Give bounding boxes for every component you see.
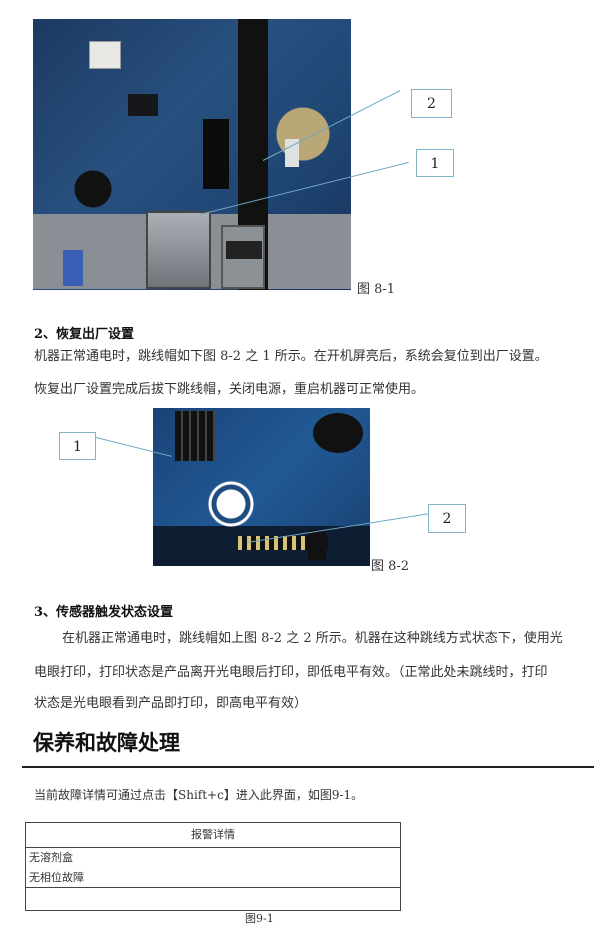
blue-connector-graphic	[63, 250, 83, 286]
connector-graphic	[308, 530, 326, 560]
circuit-board-photo-1	[33, 19, 351, 290]
paragraph-line: 在机器正常通电时，跳线帽如上图 8-2 之 2 所示。机器在这种跳线方式状态下，…	[62, 631, 563, 646]
callout-label: 2	[427, 96, 436, 112]
callout-box-1: 1	[416, 149, 454, 177]
intro-text: 当前故障详情可通过点击【Shift+c】进入此界面，如图9-1。	[34, 788, 364, 802]
callout-box-2: 2	[411, 89, 452, 118]
paragraph-line: 电眼打印，打印状态是产品离开光电眼后打印，即低电平有效。（正常此处未跳线时，打印	[34, 665, 548, 680]
callout-label: 1	[73, 439, 82, 455]
sd-card-slot-graphic	[146, 211, 211, 289]
table-header: 报警详情	[26, 823, 400, 848]
pin-header-graphic	[203, 119, 229, 189]
table-row: 无溶剂盒	[29, 851, 73, 864]
rj45-port-graphic	[221, 225, 265, 289]
circuit-board-photo-2	[153, 408, 370, 566]
ic-chip-graphic	[128, 94, 158, 116]
paragraph-line: 状态是光电眼看到产品即打印，即高电平有效）	[34, 696, 308, 711]
callout-box-1: 1	[59, 432, 96, 460]
section-heading: 2、恢复出厂设置	[34, 327, 135, 342]
alarm-details-table: 报警详情 无溶剂盒 无相位故障	[25, 822, 401, 911]
figure-caption: 图 8-2	[371, 559, 410, 574]
callout-label: 2	[442, 511, 452, 527]
jumper-header-graphic	[175, 411, 215, 461]
table-empty-row	[26, 888, 400, 910]
table-body: 无溶剂盒 无相位故障	[26, 848, 400, 888]
figure-caption: 图 8-1	[357, 282, 396, 297]
table-row: 无相位故障	[29, 871, 84, 884]
paragraph-line: 机器正常通电时，跳线帽如下图 8-2 之 1 所示。在开机屏亮后，系统会复位到出…	[34, 349, 548, 364]
callout-box-2: 2	[428, 504, 466, 533]
callout-label: 1	[430, 156, 440, 172]
divider	[22, 766, 594, 768]
power-connector-graphic	[89, 41, 121, 69]
figure-caption: 图9-1	[245, 912, 274, 925]
paragraph-line: 恢复出厂设置完成后拔下跳线帽，关闭电源，重启机器可正常使用。	[34, 382, 425, 397]
section-heading: 3、传感器触发状态设置	[34, 605, 174, 620]
page-title: 保养和故障处理	[33, 731, 180, 755]
capacitor-graphic	[313, 413, 363, 453]
